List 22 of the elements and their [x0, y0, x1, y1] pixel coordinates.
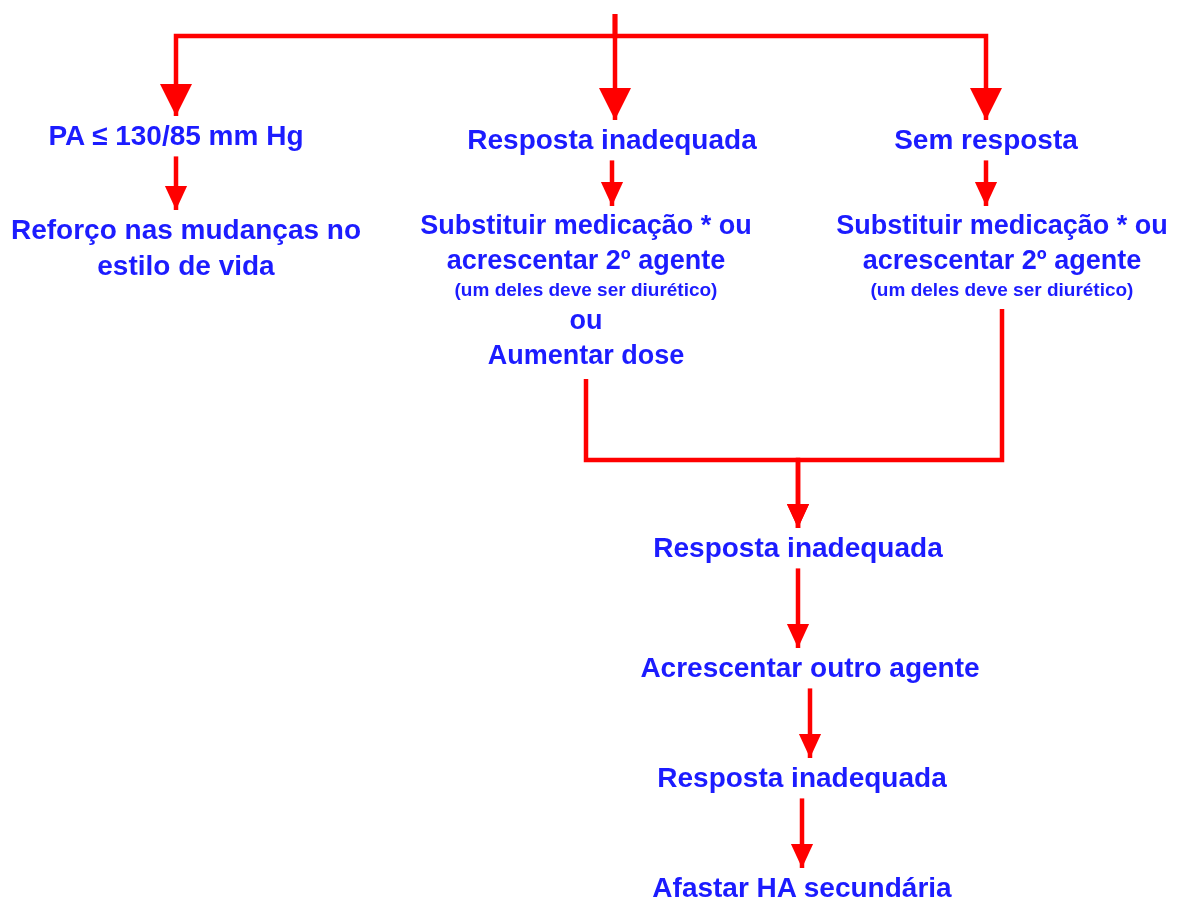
- step-text: Afastar HA secundária: [652, 871, 952, 902]
- step-text: Resposta inadequada: [653, 531, 943, 565]
- step-text: Acrescentar outro agente: [640, 651, 980, 685]
- step-text: Substituir medicação * ou acrescentar 2º agente: [835, 209, 1169, 278]
- step-text: Resposta inadequada: [467, 123, 757, 157]
- step-text: PA ≤ 130/85 mm Hg: [48, 119, 304, 153]
- arrow: [790, 798, 814, 868]
- arrow: [612, 14, 1002, 120]
- arrow: [974, 160, 998, 206]
- arrow: [600, 160, 624, 206]
- arrow: [164, 156, 188, 210]
- step-note: ou: [569, 303, 603, 337]
- arrow: [786, 568, 810, 648]
- arrow: [798, 688, 822, 758]
- step-text: Resposta inadequada: [657, 761, 947, 795]
- step-note: Aumentar dose: [487, 339, 685, 372]
- step-text: Substituir medicação * ou acrescentar 2º agente: [419, 209, 753, 278]
- arrow: [786, 308, 1005, 528]
- step-text: Sem resposta: [894, 123, 1078, 157]
- step-text: Reforço nas mudanças no estilo de vida: [9, 213, 363, 284]
- step-note: (um deles deve ser diurético): [454, 278, 718, 303]
- step-note: (um deles deve ser diurético): [870, 278, 1134, 303]
